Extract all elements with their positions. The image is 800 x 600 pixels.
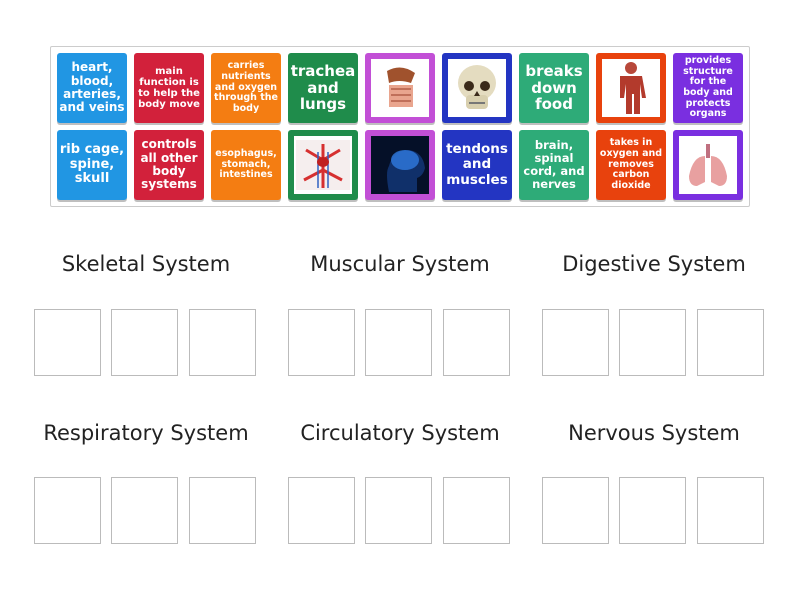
category-title: Circulatory System — [300, 421, 500, 445]
text-tile[interactable]: heart, blood, arteries, and veins — [57, 53, 127, 123]
image-tile[interactable] — [288, 130, 358, 200]
text-tile[interactable]: tendons and muscles — [442, 130, 512, 200]
category-title: Muscular System — [310, 252, 490, 276]
skull-image — [448, 59, 506, 117]
muscular-system-image — [602, 59, 660, 117]
tile-label: tendons and muscles — [446, 141, 508, 188]
lungs-image — [679, 136, 737, 194]
tile-label: heart, blood, arteries, and veins — [59, 60, 125, 115]
brain-image — [371, 136, 429, 194]
drop-slot[interactable] — [365, 309, 432, 376]
category-title: Respiratory System — [43, 421, 249, 445]
category-title: Digestive System — [562, 252, 746, 276]
drop-slot[interactable] — [619, 309, 686, 376]
drop-slot[interactable] — [111, 309, 178, 376]
tile-label: breaks down food — [525, 61, 583, 114]
drop-slot[interactable] — [443, 309, 510, 376]
drop-slot[interactable] — [619, 477, 686, 544]
category-title: Skeletal System — [61, 252, 231, 276]
drop-slot[interactable] — [697, 477, 764, 544]
image-tile[interactable] — [365, 130, 435, 200]
text-tile[interactable]: trachea and lungs — [288, 53, 358, 123]
drop-slot[interactable] — [288, 477, 355, 544]
tile-label: controls all other body systems — [140, 137, 198, 192]
text-tile[interactable]: controls all other body systems — [134, 130, 204, 200]
tile-label: takes in oxygen and removes carbon dioxi… — [599, 137, 663, 191]
tile-label: brain, spinal cord, and nerves — [523, 138, 585, 191]
drop-slot[interactable] — [365, 477, 432, 544]
tile-label: rib cage, spine, skull — [59, 142, 125, 187]
text-tile[interactable]: rib cage, spine, skull — [57, 130, 127, 200]
text-tile[interactable]: carries nutrients and oxygen through the… — [211, 53, 281, 123]
drop-slot[interactable] — [697, 309, 764, 376]
drop-slot[interactable] — [189, 477, 256, 544]
image-tile[interactable] — [365, 53, 435, 123]
category-title: Nervous System — [568, 421, 740, 445]
drop-slot[interactable] — [288, 309, 355, 376]
text-tile[interactable]: breaks down food — [519, 53, 589, 123]
drop-slot[interactable] — [542, 309, 609, 376]
drop-slot[interactable] — [34, 309, 101, 376]
circulatory-system-image — [294, 136, 352, 194]
drop-slot[interactable] — [189, 309, 256, 376]
text-tile[interactable]: esophagus, stomach, intestines — [211, 130, 281, 200]
text-tile[interactable]: main function is to help the body move — [134, 53, 204, 123]
tile-label: provides structure for the body and prot… — [683, 55, 733, 120]
drop-slot[interactable] — [443, 477, 510, 544]
image-tile[interactable] — [673, 130, 743, 200]
tile-tray — [50, 46, 750, 207]
tile-label: trachea and lungs — [290, 61, 356, 114]
image-tile[interactable] — [596, 53, 666, 123]
tile-label: carries nutrients and oxygen through the… — [214, 60, 278, 114]
drop-slot[interactable] — [34, 477, 101, 544]
tile-label: main function is to help the body move — [138, 65, 200, 111]
text-tile[interactable]: brain, spinal cord, and nerves — [519, 130, 589, 200]
tile-label: esophagus, stomach, intestines — [215, 148, 277, 181]
text-tile[interactable]: provides structure for the body and prot… — [673, 53, 743, 123]
digestive-system-image — [371, 59, 429, 117]
text-tile[interactable]: takes in oxygen and removes carbon dioxi… — [596, 130, 666, 200]
drop-slot[interactable] — [111, 477, 178, 544]
image-tile[interactable] — [442, 53, 512, 123]
drop-slot[interactable] — [542, 477, 609, 544]
